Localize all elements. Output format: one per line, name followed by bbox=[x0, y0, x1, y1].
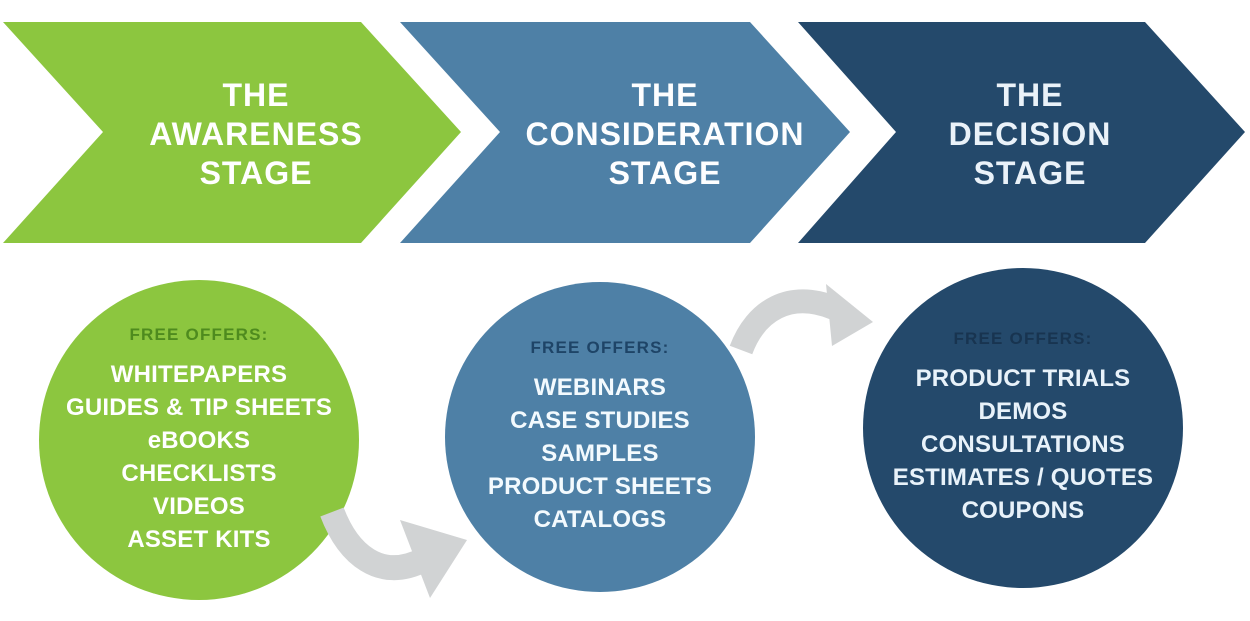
decision-offers-list: PRODUCT TRIALS DEMOS CONSULTATIONS ESTIM… bbox=[893, 362, 1154, 527]
offers-header: FREE OFFERS: bbox=[530, 338, 670, 357]
offer-item: CONSULTATIONS bbox=[921, 431, 1125, 458]
consideration-stage-title: THE CONSIDERATION STAGE bbox=[505, 76, 825, 193]
consideration-offers-circle: FREE OFFERS: WEBINARS CASE STUDIES SAMPL… bbox=[445, 282, 755, 592]
offer-item: SAMPLES bbox=[541, 440, 659, 467]
curved-arrow-icon-awareness-to-consideration bbox=[320, 507, 467, 598]
awareness-stage-title: THE AWARENESS STAGE bbox=[106, 76, 406, 193]
offers-header: FREE OFFERS: bbox=[129, 324, 269, 344]
curved-arrow-head bbox=[826, 284, 873, 346]
offer-item: COUPONS bbox=[961, 497, 1085, 524]
title-line: STAGE bbox=[608, 155, 722, 191]
awareness-stage-chevron bbox=[3, 22, 461, 243]
title-line: CONSIDERATION bbox=[525, 116, 805, 152]
offers-header: FREE OFFERS: bbox=[953, 329, 1093, 348]
title-line: DECISION bbox=[948, 116, 1112, 152]
curved-arrow-head bbox=[400, 520, 467, 598]
decision-offers-circle: FREE OFFERS: PRODUCT TRIALS DEMOS CONSUL… bbox=[863, 268, 1183, 588]
decision-stage-title: THE DECISION STAGE bbox=[880, 76, 1180, 193]
offer-item: ASSET KITS bbox=[127, 525, 271, 553]
offer-item: WHITEPAPERS bbox=[110, 360, 288, 388]
offer-item: WEBINARS bbox=[533, 374, 667, 401]
offer-item: GUIDES & TIP SHEETS bbox=[65, 393, 333, 421]
awareness-offers-list: WHITEPAPERS GUIDES & TIP SHEETS eBOOKS C… bbox=[66, 358, 332, 556]
decision-stage-chevron bbox=[798, 22, 1245, 243]
awareness-offers-circle: FREE OFFERS: WHITEPAPERS GUIDES & TIP SH… bbox=[39, 280, 359, 600]
offer-item: DEMOS bbox=[978, 398, 1068, 425]
title-line: THE bbox=[222, 77, 290, 113]
offer-item: CATALOGS bbox=[533, 506, 667, 533]
consideration-stage-chevron bbox=[400, 22, 850, 243]
consideration-offers-list: WEBINARS CASE STUDIES SAMPLES PRODUCT SH… bbox=[488, 371, 712, 536]
offer-item: PRODUCT TRIALS bbox=[915, 365, 1131, 392]
offer-item: CHECKLISTS bbox=[121, 459, 277, 487]
curved-arrow-tail bbox=[320, 507, 429, 581]
curved-arrow-tail bbox=[729, 289, 839, 355]
title-line: AWARENESS bbox=[149, 116, 363, 152]
offer-item: eBOOKS bbox=[147, 426, 251, 454]
title-line: THE bbox=[631, 77, 699, 113]
title-line: STAGE bbox=[973, 155, 1087, 191]
title-line: STAGE bbox=[199, 155, 313, 191]
offer-item: PRODUCT SHEETS bbox=[487, 473, 713, 500]
offer-item: ESTIMATES / QUOTES bbox=[892, 464, 1154, 491]
curved-arrow-icon-consideration-to-decision bbox=[729, 284, 873, 355]
offer-item: CASE STUDIES bbox=[510, 407, 690, 434]
offer-item: VIDEOS bbox=[153, 492, 245, 520]
stage-chevron-band bbox=[3, 22, 1245, 243]
title-line: THE bbox=[996, 77, 1064, 113]
